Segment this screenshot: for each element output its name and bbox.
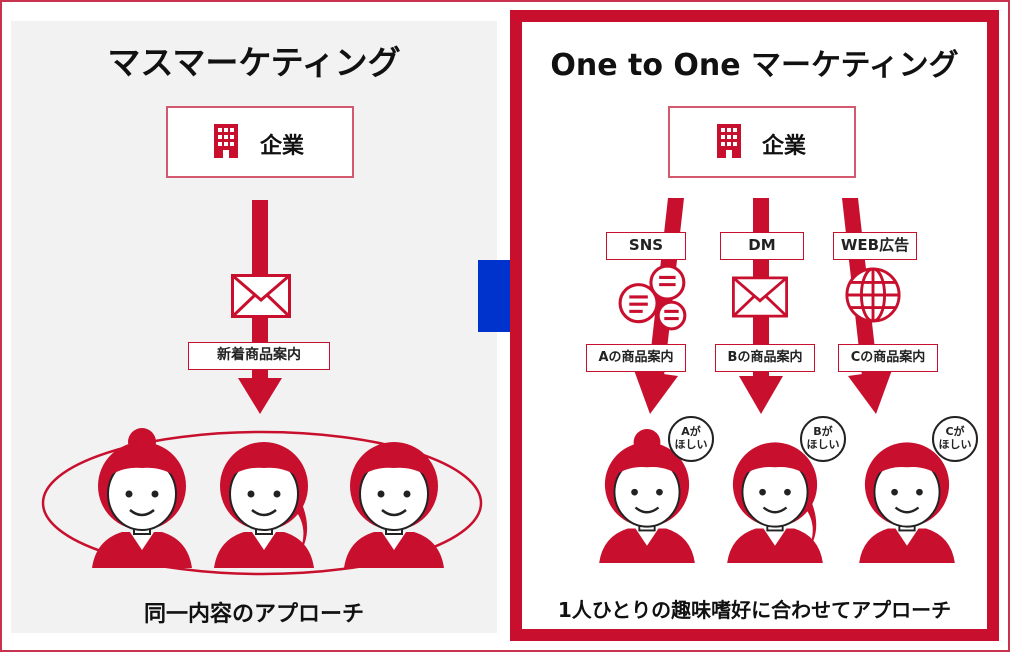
channel-label-web: WEB広告 — [833, 232, 917, 260]
speech-bubble-b: Bが ほしい — [800, 416, 846, 462]
speech-bubble-a-line1: Aが — [681, 425, 701, 438]
speech-bubble-a-line2: ほしい — [674, 438, 708, 451]
left-person-1 — [72, 424, 212, 572]
right-building-icon — [717, 124, 741, 158]
speech-bubble-a: Aが ほしい — [668, 416, 714, 462]
left-company-box — [166, 106, 354, 178]
channel-label-dm: DM — [720, 232, 804, 260]
left-caption: 同一内容のアプローチ — [143, 602, 364, 627]
message-label-a: Aの商品案内 — [586, 344, 686, 372]
speech-bubble-c: Cが ほしい — [932, 416, 978, 462]
message-label-b: Bの商品案内 — [715, 344, 815, 372]
right-company-label: 企業 — [762, 134, 807, 159]
globe-icon — [844, 266, 902, 324]
left-company-label: 企業 — [260, 134, 305, 159]
left-person-2 — [194, 424, 334, 572]
mass-marketing-title: マスマーケティング — [107, 43, 401, 82]
speech-bubble-b-line2: ほしい — [806, 438, 840, 451]
message-label-c: Cの商品案内 — [838, 344, 938, 372]
left-person-3 — [324, 424, 464, 572]
left-building-icon — [214, 124, 238, 158]
speech-bubble-b-line1: Bが — [813, 425, 833, 438]
left-envelope-icon — [231, 274, 291, 318]
right-caption: 1人ひとりの趣味嗜好に合わせてアプローチ — [557, 598, 952, 622]
left-message-label: 新着商品案内 — [188, 342, 330, 370]
speech-bubble-c-line2: ほしい — [938, 438, 972, 451]
one-to-one-title: One to One マーケティング — [550, 48, 959, 83]
dm-envelope-icon — [732, 276, 788, 318]
speech-bubble-c-line1: Cが — [945, 425, 965, 438]
chat-bubbles-icon — [618, 262, 690, 334]
channel-label-sns: SNS — [606, 232, 686, 260]
right-company-box — [668, 106, 856, 178]
audience-ellipse — [41, 430, 483, 576]
